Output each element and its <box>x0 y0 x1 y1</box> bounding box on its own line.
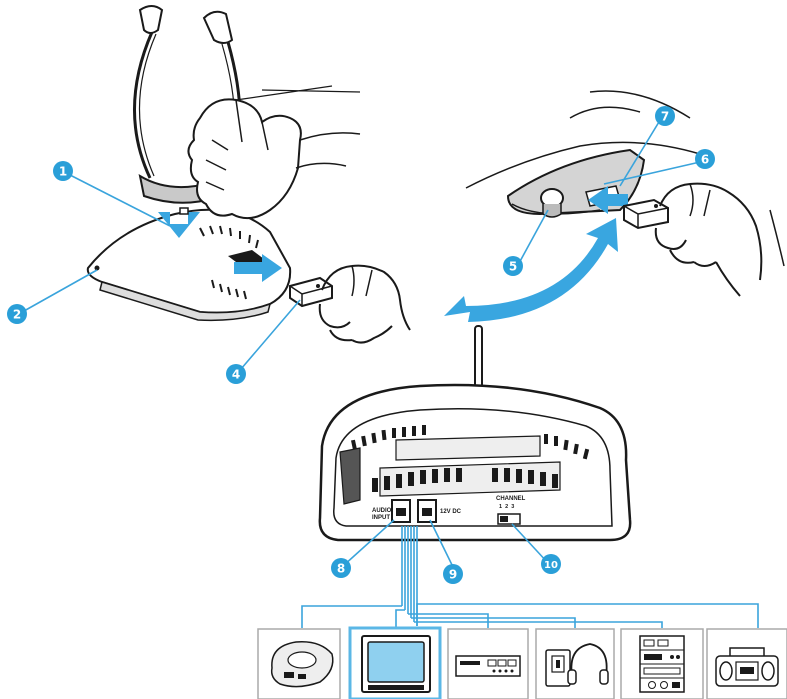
device-boombox <box>707 629 787 699</box>
svg-text:7: 7 <box>661 110 669 124</box>
svg-text:4: 4 <box>232 368 240 382</box>
earpiece-right <box>204 12 232 43</box>
channel-numbers: 1 2 3 <box>499 504 514 510</box>
svg-text:9: 9 <box>449 568 457 582</box>
svg-text:5: 5 <box>509 260 517 274</box>
charger-illustration <box>88 6 410 343</box>
dvd-recorder-icon <box>456 656 520 676</box>
device-television <box>350 628 440 699</box>
hand-right <box>656 184 762 296</box>
device-hifi <box>621 629 703 699</box>
svg-text:2: 2 <box>13 308 21 322</box>
svg-text:10: 10 <box>544 560 558 571</box>
callout-1: 1 <box>53 161 73 181</box>
svg-text:6: 6 <box>701 153 709 167</box>
svg-text:1: 1 <box>59 165 67 179</box>
channel-label: CHANNEL <box>496 496 526 502</box>
svg-text:8: 8 <box>337 562 345 576</box>
callout-9: 9 <box>443 564 463 584</box>
device-cd-player <box>258 629 340 699</box>
earpiece-left <box>140 6 162 33</box>
charger-led <box>95 266 100 271</box>
device-row <box>258 628 787 699</box>
callout-5: 5 <box>503 256 523 276</box>
audio-input-label-1: AUDIO <box>372 508 392 514</box>
callout-4: 4 <box>226 364 246 384</box>
device-walkman <box>536 629 614 699</box>
dc-label: 12V DC <box>440 509 462 515</box>
hifi-stack-icon <box>640 636 684 692</box>
callout-7: 7 <box>655 106 675 126</box>
audio-input-label-2: INPUT <box>372 515 390 521</box>
transmitter-base: AUDIO INPUT 12V DC CHANNEL 1 2 3 <box>320 326 630 540</box>
hand-top-left <box>188 99 300 218</box>
callout-2: 2 <box>7 304 27 324</box>
hand-bottom-left <box>320 266 410 343</box>
television-icon <box>362 636 430 692</box>
connection-curved-arrow <box>444 218 618 322</box>
callout-8: 8 <box>331 558 351 578</box>
callout-6: 6 <box>695 149 715 169</box>
device-dvd-recorder <box>448 629 528 699</box>
callout-10: 10 <box>541 554 561 574</box>
